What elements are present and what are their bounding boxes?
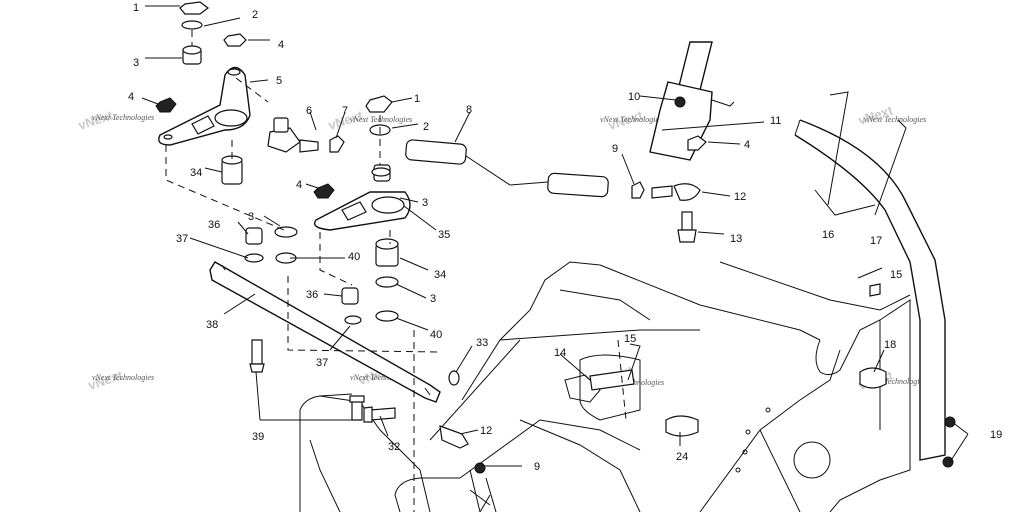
callout-38: 38 [206, 319, 218, 331]
callout-37: 37 [316, 357, 328, 369]
callout-14: 14 [554, 347, 566, 359]
watermark-text: vNext Technologies [600, 115, 662, 124]
nut-icon [223, 33, 247, 47]
callout-12: 12 [734, 191, 746, 203]
center-assembly [267, 95, 701, 322]
callout-37: 37 [176, 233, 188, 245]
watermark-text: vNext Technologies [350, 373, 412, 382]
drag-link-icon [209, 261, 441, 403]
right-hardware [589, 283, 956, 468]
watermark-text: vNext Technologies [92, 373, 154, 382]
callout-9: 9 [612, 143, 618, 155]
watermark-layer: vNext vNext vNext vNext vNext vNext vNex… [76, 102, 926, 392]
callout-34: 34 [190, 167, 202, 179]
assembly-dash-lines [165, 30, 627, 512]
callout-9: 9 [534, 461, 540, 473]
washer-icon [181, 20, 203, 30]
callout-36: 36 [208, 219, 220, 231]
callout-labels: 1 2 4 3 5 4 6 7 1 2 8 34 4 3 36 3 37 35 … [128, 2, 1002, 473]
callout-2: 2 [252, 9, 258, 21]
callout-35: 35 [438, 229, 450, 241]
callout-3: 3 [133, 57, 139, 69]
callout-17: 17 [870, 235, 882, 247]
callout-8: 8 [466, 104, 472, 116]
callout-4: 4 [278, 39, 284, 51]
left-assembly [155, 1, 486, 474]
callout-40: 40 [430, 329, 442, 341]
tie-rod-icon [405, 139, 467, 165]
callout-15: 15 [890, 269, 902, 281]
callout-4: 4 [744, 139, 750, 151]
callout-3: 3 [422, 197, 428, 209]
callout-11: 11 [770, 115, 781, 127]
callout-3: 3 [248, 211, 254, 223]
callout-13: 13 [730, 233, 742, 245]
callout-2: 2 [423, 121, 429, 133]
watermark-text: vNext Technologies [92, 113, 154, 122]
callout-36: 36 [306, 289, 318, 301]
callout-10: 10 [628, 91, 640, 103]
callout-16: 16 [822, 229, 834, 241]
callout-39: 39 [252, 431, 264, 443]
callout-34: 34 [434, 269, 446, 281]
nut-icon [179, 1, 209, 15]
callout-12: 12 [480, 425, 492, 437]
callout-40: 40 [348, 251, 360, 263]
callout-3: 3 [430, 293, 436, 305]
callout-32: 32 [388, 441, 400, 453]
callout-18: 18 [884, 339, 896, 351]
callout-1: 1 [414, 93, 420, 105]
callout-1: 1 [133, 2, 139, 14]
frame-body [299, 261, 911, 513]
watermark-text: vNext Technologies [864, 115, 926, 124]
callout-15: 15 [624, 333, 636, 345]
callout-4: 4 [128, 91, 134, 103]
callout-33: 33 [476, 337, 488, 349]
leader-lines [141, 5, 969, 467]
watermark-text: vNext Technologies [864, 377, 926, 386]
callout-4: 4 [296, 179, 302, 191]
callout-7: 7 [342, 105, 348, 117]
callout-19: 19 [990, 429, 1002, 441]
tie-rod-icon [547, 172, 609, 198]
callout-5: 5 [276, 75, 282, 87]
callout-24: 24 [676, 451, 688, 463]
steering-column-assembly [649, 41, 735, 161]
steering-post [794, 91, 946, 461]
callout-6: 6 [306, 105, 312, 117]
watermark-text: vNext Technologies [350, 115, 412, 124]
